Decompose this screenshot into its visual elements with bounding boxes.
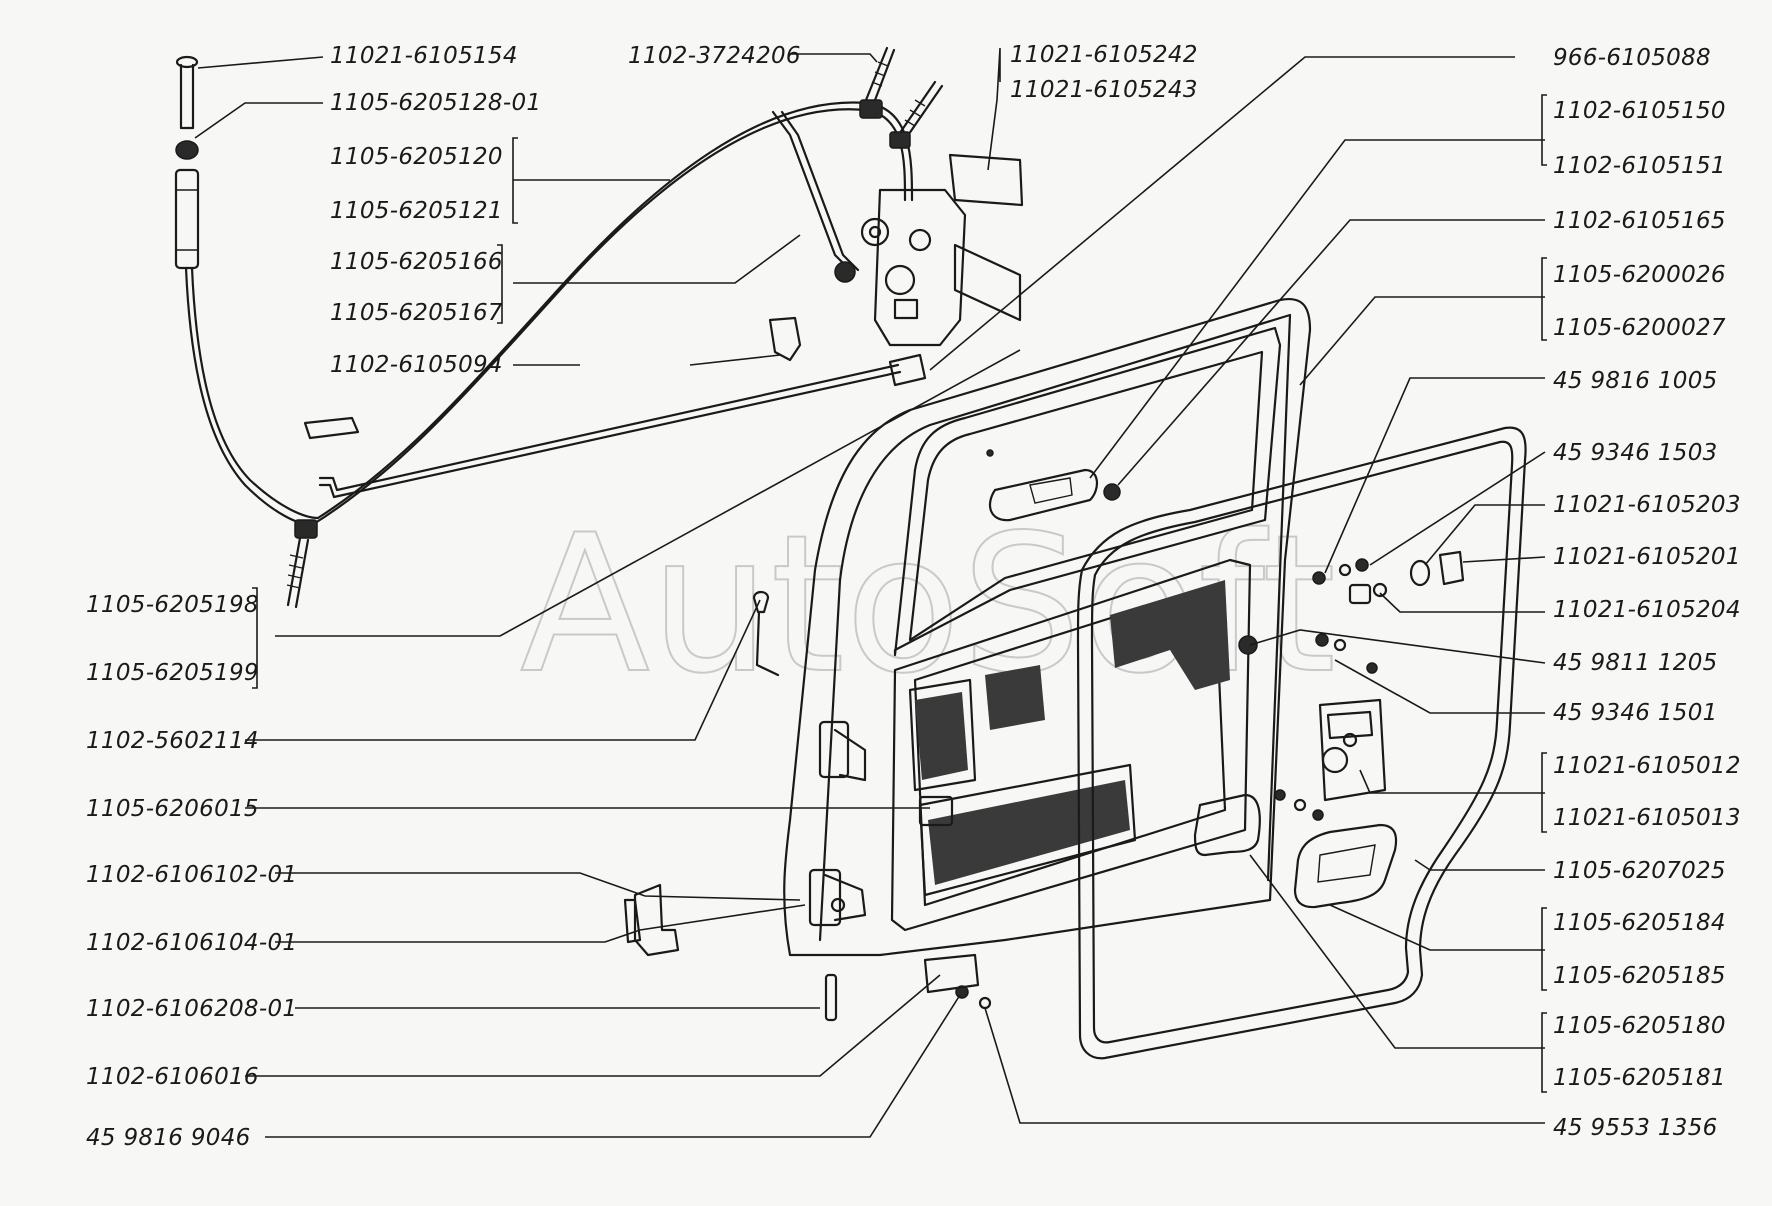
label-1105-6205180: 1105-6205180 bbox=[1553, 1013, 1726, 1039]
part-number-labels: 11021-6105154 1105-6205128-01 1105-62051… bbox=[86, 42, 1741, 1151]
outer-handle-escutcheon bbox=[1293, 823, 1398, 909]
label-11021-6105203: 11021-6105203 bbox=[1553, 492, 1741, 518]
lock-button-rod bbox=[174, 55, 200, 270]
parts-drawing bbox=[174, 46, 1527, 1060]
label-1105-6205199: 1105-6205199 bbox=[86, 660, 259, 686]
control-cable bbox=[184, 101, 914, 609]
label-45-9816-9046: 45 9816 9046 bbox=[86, 1125, 251, 1151]
label-45-9553-1356: 45 9553 1356 bbox=[1553, 1115, 1718, 1141]
label-1105-6205167: 1105-6205167 bbox=[330, 300, 503, 326]
hinge-parts bbox=[623, 883, 980, 1022]
label-45-9346-1501: 45 9346 1501 bbox=[1553, 700, 1718, 726]
label-1102-6106208-01: 1102-6106208-01 bbox=[86, 996, 297, 1022]
label-1105-6205198: 1105-6205198 bbox=[86, 592, 259, 618]
label-1105-6206015: 1105-6206015 bbox=[86, 796, 259, 822]
label-1105-6205128-01: 1105-6205128-01 bbox=[330, 90, 541, 116]
strap-plate bbox=[303, 416, 360, 440]
label-1102-6106104-01: 1102-6106104-01 bbox=[86, 930, 297, 956]
label-11021-6105242: 11021-6105242 bbox=[1010, 42, 1198, 68]
label-45-9346-1503: 45 9346 1503 bbox=[1553, 440, 1718, 466]
label-1105-6200026: 1105-6200026 bbox=[1553, 262, 1726, 288]
label-11021-6105204: 11021-6105204 bbox=[1553, 597, 1741, 623]
label-11021-6105154: 11021-6105154 bbox=[330, 43, 518, 69]
label-1105-6205181: 1105-6205181 bbox=[1553, 1065, 1726, 1091]
label-1105-6200027: 1105-6200027 bbox=[1553, 315, 1726, 341]
label-1102-6106016: 1102-6106016 bbox=[86, 1064, 259, 1090]
door-latch bbox=[1318, 698, 1387, 802]
label-45-9816-1005: 45 9816 1005 bbox=[1553, 368, 1718, 394]
small-bracket bbox=[768, 316, 802, 362]
label-11021-6105013: 11021-6105013 bbox=[1553, 805, 1741, 831]
inner-handle-upper bbox=[988, 468, 1121, 522]
label-1105-6205166: 1105-6205166 bbox=[330, 249, 503, 275]
label-1105-6205121: 1105-6205121 bbox=[330, 198, 503, 224]
label-1102-6106102-01: 1102-6106102-01 bbox=[86, 862, 297, 888]
small-clip bbox=[888, 353, 927, 387]
pull-rod bbox=[318, 363, 902, 499]
label-1102-6105150: 1102-6105150 bbox=[1553, 98, 1726, 124]
label-45-9811-1205: 45 9811 1205 bbox=[1553, 650, 1718, 676]
label-1105-6207025: 1105-6207025 bbox=[1553, 858, 1726, 884]
fasteners bbox=[752, 550, 1465, 1010]
label-966-6105088: 966-6105088 bbox=[1553, 45, 1711, 71]
label-1102-3724206: 1102-3724206 bbox=[628, 43, 801, 69]
label-11021-6105012: 11021-6105012 bbox=[1553, 753, 1741, 779]
label-1102-6105094: 1102-6105094 bbox=[330, 352, 503, 378]
label-1105-6205184: 1105-6205184 bbox=[1553, 910, 1726, 936]
label-1105-6205185: 1105-6205185 bbox=[1553, 963, 1726, 989]
label-11021-6105243: 11021-6105243 bbox=[1010, 77, 1198, 103]
label-1102-6105151: 1102-6105151 bbox=[1553, 153, 1726, 179]
door-seal bbox=[1076, 426, 1527, 1060]
label-11021-6105201: 11021-6105201 bbox=[1553, 544, 1741, 570]
label-1105-6205120: 1105-6205120 bbox=[330, 144, 503, 170]
label-1102-5602114: 1102-5602114 bbox=[86, 728, 259, 754]
leader-lines bbox=[194, 47, 1547, 1138]
outer-handle bbox=[1193, 793, 1261, 857]
label-1102-6105165: 1102-6105165 bbox=[1553, 208, 1726, 234]
door-lock-upper bbox=[834, 153, 1024, 347]
